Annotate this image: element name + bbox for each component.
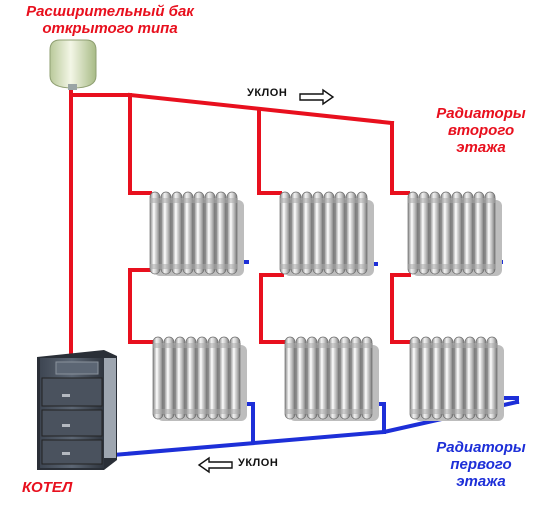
supply-drop-middle [257, 107, 282, 195]
slope-arrow-bottom [197, 456, 233, 474]
upper-radiators-label: Радиаторы второго этажа [420, 105, 542, 156]
link-middle [259, 273, 289, 344]
upper-radiators-label-line3: этажа [456, 138, 506, 156]
supply-drop-right [390, 121, 410, 195]
supply-pipes [69, 81, 413, 354]
link-right [390, 273, 413, 344]
lower-radiators-label-line3: этажа [456, 472, 506, 490]
expansion-tank-label: Расширительный бак открытого типа [4, 3, 216, 38]
lower-radiators-label-line2: первого [450, 455, 512, 473]
slope-label-bottom: УКЛОН [238, 457, 279, 469]
expansion-tank [49, 39, 97, 90]
supply-drop-left [128, 93, 152, 195]
radiator-upper-left [149, 191, 244, 276]
boiler [37, 350, 117, 470]
radiators [149, 191, 504, 421]
slope-label-top: УКЛОН [247, 87, 288, 99]
lower-radiators-label: Радиаторы первого этажа [420, 439, 542, 490]
radiator-upper-right [407, 191, 502, 276]
radiator-lower-left [152, 336, 247, 421]
lower-radiators-label-line1: Радиаторы [436, 439, 526, 456]
radiator-lower-middle [284, 336, 379, 421]
expansion-tank-label-line2: открытого типа [42, 19, 178, 37]
radiator-upper-middle [279, 191, 374, 276]
expansion-tank-label-line1: Расширительный бак [26, 3, 194, 20]
return-riser-right [498, 396, 519, 404]
radiator-lower-right [409, 336, 504, 421]
slope-arrow-top [299, 88, 335, 106]
upper-radiators-label-line2: второго [447, 121, 515, 139]
upper-radiators-label-line1: Радиаторы [436, 105, 526, 122]
link-left [128, 268, 157, 344]
return-riser-middle [376, 402, 386, 434]
return-riser-left [245, 402, 255, 442]
supply-riser [69, 93, 132, 354]
boiler-label: КОТЕЛ [22, 479, 73, 496]
